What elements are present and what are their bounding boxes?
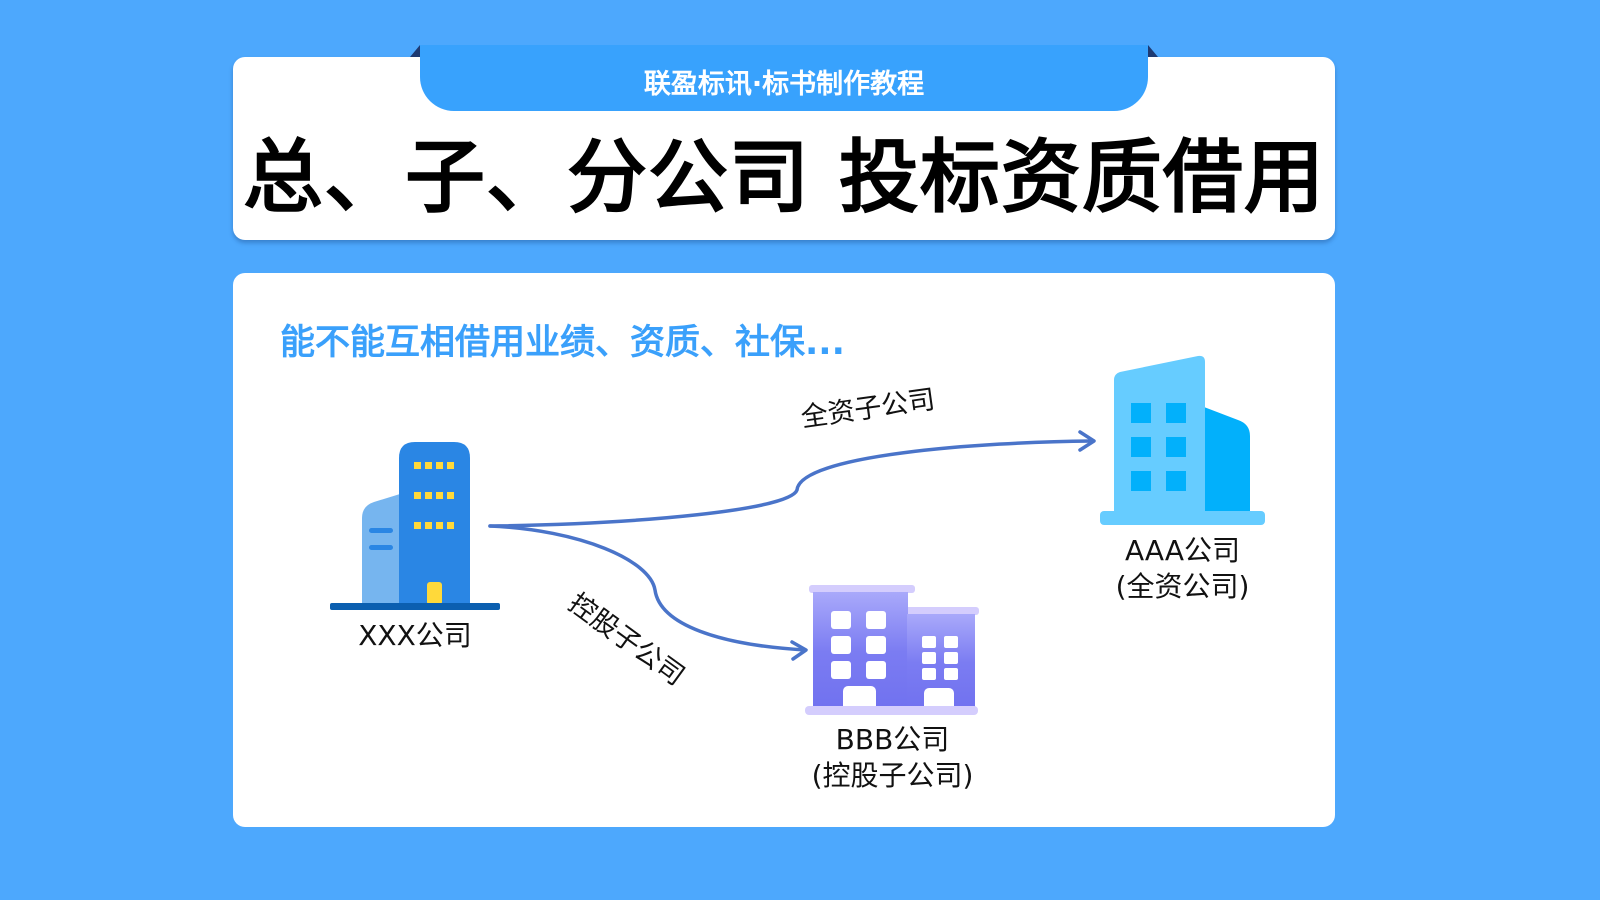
ribbon-ear-right — [1148, 45, 1158, 57]
node-label-holding: BBB公司 (控股子公司) — [780, 722, 1005, 794]
wholly-owned-building — [1100, 355, 1265, 525]
arrowhead-bbb — [790, 640, 808, 661]
arrow-to-aaa — [488, 439, 1094, 528]
holding-building — [805, 585, 979, 715]
parent-company-name: XXX公司 — [358, 619, 472, 652]
wholly-owned-company-note: (全资公司) — [1115, 570, 1250, 603]
holding-company-name: BBB公司 — [835, 723, 950, 756]
page-title: 总、子、分公司 投标资质借用 — [243, 131, 1325, 224]
wholly-owned-company-name: AAA公司 — [1124, 534, 1241, 567]
arrowhead-aaa — [1078, 430, 1096, 452]
holding-company-note: (控股子公司) — [811, 759, 974, 792]
arrow-to-bbb — [488, 524, 807, 652]
ribbon-text: 联盈标讯·标书制作教程 — [643, 68, 925, 100]
ribbon-ear-left — [410, 45, 420, 57]
parent-building — [330, 442, 500, 610]
header-ribbon: 联盈标讯·标书制作教程 — [420, 45, 1148, 111]
question-heading: 能不能互相借用业绩、资质、社保... — [280, 323, 845, 363]
node-label-parent: XXX公司 — [330, 618, 500, 654]
node-label-wholly-owned: AAA公司 (全资公司) — [1080, 533, 1285, 605]
